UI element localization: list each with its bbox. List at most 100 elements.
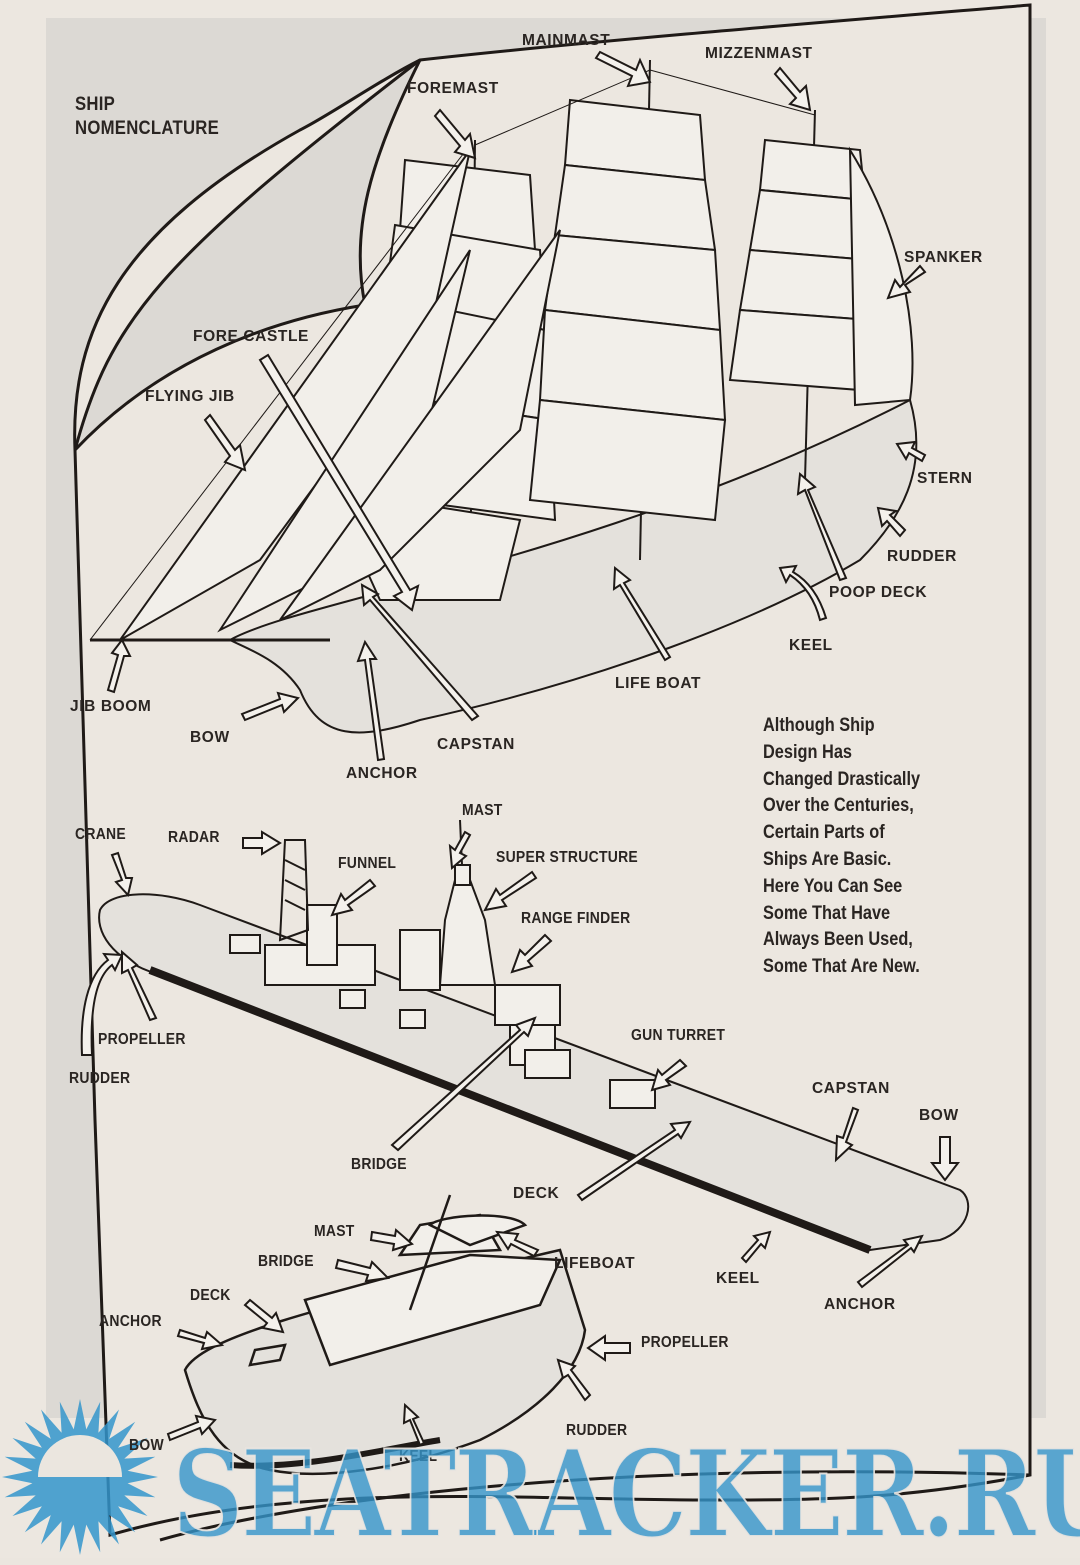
label-keel-boat: KEEL	[399, 1448, 438, 1465]
label-bow-boat: BOW	[129, 1437, 164, 1454]
arrow-poop-deck	[796, 471, 848, 582]
label-mast-warship: MAST	[462, 802, 503, 819]
motor-boat-drawing	[183, 1194, 587, 1475]
arrow-range-finder	[510, 933, 553, 974]
label-fore-castle: FORE CASTLE	[193, 328, 309, 345]
caption-line: Ships Are Basic.	[763, 848, 892, 870]
caption-line: Changed Drastically	[763, 768, 921, 790]
label-range-finder: RANGE FINDER	[521, 910, 631, 927]
arrow-propeller-boat	[586, 1334, 631, 1362]
label-keel-warship: KEEL	[716, 1270, 760, 1287]
caption-line: Some That Have	[763, 902, 891, 924]
label-spanker: SPANKER	[904, 249, 983, 266]
warship-drawing	[98, 819, 970, 1254]
arrow-rudder-boat	[556, 1358, 592, 1402]
label-mizzenmast: MIZZENMAST	[705, 45, 813, 62]
arrow-mast-war	[448, 830, 472, 871]
arrow-foremast	[433, 108, 477, 160]
label-mainmast: MAINMAST	[522, 32, 611, 49]
caption-line: Always Been Used,	[763, 929, 913, 951]
label-rudder-boat: RUDDER	[566, 1422, 628, 1439]
arrow-bow-sail	[240, 691, 300, 722]
arrow-funnel	[330, 878, 377, 917]
label-mast-boat: MAST	[314, 1223, 355, 1240]
sailing-ship-drawing	[89, 59, 918, 734]
arrow-fore-castle	[258, 353, 420, 612]
arrow-capstan-sail	[360, 583, 480, 722]
label-propeller-boat: PROPELLER	[641, 1334, 729, 1351]
arrow-bow-boat	[166, 1414, 217, 1442]
label-flying-jib: FLYING JIB	[145, 388, 235, 405]
page-title: SHIP NOMENCLATURE	[75, 93, 219, 141]
arrow-rudder-war	[80, 952, 124, 1056]
caption-line: Design Has	[763, 741, 852, 763]
arrow-spanker	[886, 264, 927, 300]
label-stern: STERN	[917, 470, 973, 487]
arrow-life-boat	[612, 565, 672, 662]
caption-line: Over the Centuries,	[763, 795, 914, 817]
label-capstan-warship: CAPSTAN	[812, 1080, 890, 1097]
label-poop-deck: POOP DECK	[829, 584, 928, 601]
caption-line: Certain Parts of	[763, 822, 885, 844]
arrow-deck-boat	[243, 1298, 285, 1334]
title-line-2: NOMENCLATURE	[75, 118, 220, 139]
label-capstan-sailing: CAPSTAN	[437, 736, 515, 753]
arrow-anchor-boat	[176, 1328, 225, 1351]
label-bridge-warship: BRIDGE	[351, 1156, 407, 1173]
arrow-propeller-war	[121, 949, 158, 1022]
arrow-keel-war	[740, 1230, 772, 1264]
arrow-rudder-sail	[876, 506, 907, 538]
caption-line: Here You Can See	[763, 875, 903, 897]
label-bow-warship: BOW	[919, 1107, 959, 1124]
label-rudder-sailing: RUDDER	[887, 548, 957, 565]
label-crane: CRANE	[75, 826, 126, 843]
arrow-keel-sail	[778, 564, 828, 622]
arrow-keel-boat	[402, 1402, 426, 1447]
arrow-stern	[895, 440, 927, 463]
label-anchor-boat: ANCHOR	[99, 1313, 162, 1330]
arrow-flying-jib	[203, 413, 247, 472]
title-line-1: SHIP	[75, 94, 116, 115]
label-lifeboat-boat: LIFEBOAT	[554, 1255, 636, 1272]
label-funnel: FUNNEL	[338, 855, 397, 872]
arrow-anchor-sail	[356, 639, 386, 762]
arrow-super-structure	[483, 870, 538, 912]
label-propeller-warship: PROPELLER	[98, 1031, 186, 1048]
caption-line: Some That Are New.	[763, 956, 920, 978]
sun-over-sea-icon	[2, 1399, 158, 1555]
label-deck-warship: DECK	[513, 1185, 560, 1202]
label-radar: RADAR	[168, 829, 220, 846]
arrow-bridge-war	[390, 1016, 537, 1152]
arrow-jib-boom	[106, 638, 132, 694]
label-bow-sailing: BOW	[190, 729, 230, 746]
watermark-text: SEATRACKER.RU	[171, 1422, 1080, 1565]
arrow-capstan-war	[834, 1106, 860, 1163]
arrow-deck-war	[576, 1120, 692, 1202]
pointer-arrows	[80, 50, 961, 1447]
label-keel-sailing: KEEL	[789, 637, 833, 654]
label-anchor-sailing: ANCHOR	[346, 765, 418, 782]
label-anchor-warship: ANCHOR	[824, 1296, 896, 1313]
label-rudder-warship: RUDDER	[69, 1070, 131, 1087]
arrow-radar	[242, 830, 282, 856]
arrow-crane	[110, 851, 134, 898]
label-super-structure: SUPER STRUCTURE	[496, 849, 639, 866]
arrow-mast-boat	[369, 1228, 414, 1252]
label-life-boat: LIFE BOAT	[615, 675, 702, 692]
paper-curl	[73, 58, 422, 452]
label-bridge-boat: BRIDGE	[258, 1253, 314, 1270]
arrow-anchor-war	[856, 1234, 924, 1289]
arrow-bow-war	[929, 1136, 961, 1182]
arrow-mainmast	[594, 50, 652, 88]
arrow-bridge-boat	[334, 1258, 391, 1283]
arrow-lifeboat-boat	[495, 1230, 540, 1258]
caption-text: Although Ship Design Has Changed Drastic…	[763, 713, 952, 981]
label-gun-turret: GUN TURRET	[631, 1027, 726, 1044]
label-deck-boat: DECK	[190, 1287, 231, 1304]
label-jib-boom: JIB BOOM	[70, 698, 152, 715]
arrow-gun-turret	[650, 1058, 688, 1092]
caption-line: Although Ship	[763, 715, 875, 736]
label-foremast: FOREMAST	[407, 80, 499, 97]
arrow-mizzenmast	[773, 66, 812, 112]
